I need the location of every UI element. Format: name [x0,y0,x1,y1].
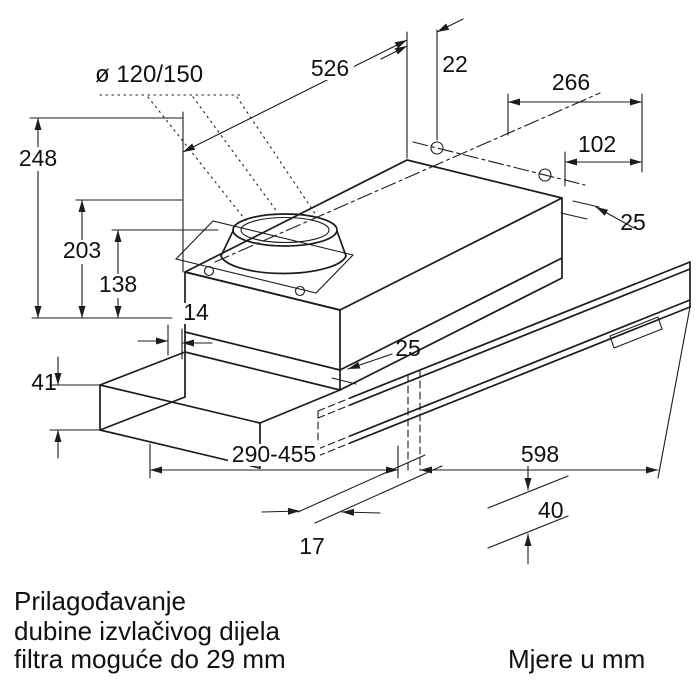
mounting-holes [430,141,552,182]
dim-22-label: 22 [442,51,468,77]
visor-handle [609,316,663,349]
note-line-1: Prilagođavanje [14,586,186,616]
dim-17-label: 17 [299,533,325,559]
dim-290-455-label: 290-455 [232,441,316,467]
dim-duct-diameter-label: ø 120/150 [95,61,203,88]
dim-598-label: 598 [521,441,559,467]
dim-41-label: 41 [31,369,57,395]
dim-25-front-label: 25 [395,335,421,361]
diameter-leader-lines [99,94,321,223]
dim-14-label: 14 [183,299,209,325]
dim-40-label: 40 [538,497,564,523]
note-line-3: filtra moguće do 29 mm [14,644,286,674]
label-halos [13,56,568,466]
dim-526-label: 526 [311,55,349,81]
centerlines [214,92,601,263]
visor [317,261,691,473]
dim-102-label: 102 [578,131,616,157]
dim-25-rear-label: 25 [620,209,646,235]
dimension-lines [34,18,659,565]
dim-266-label: 266 [552,69,590,95]
duct-collar [174,213,355,297]
units-note: Mjere u mm [508,644,645,674]
visor-hidden-edges [317,369,421,473]
note-line-2: dubine izvlačivog dijela [14,616,280,646]
dim-248-label: 248 [19,145,57,171]
dim-203-label: 203 [63,237,101,263]
dim-138-label: 138 [99,271,137,297]
